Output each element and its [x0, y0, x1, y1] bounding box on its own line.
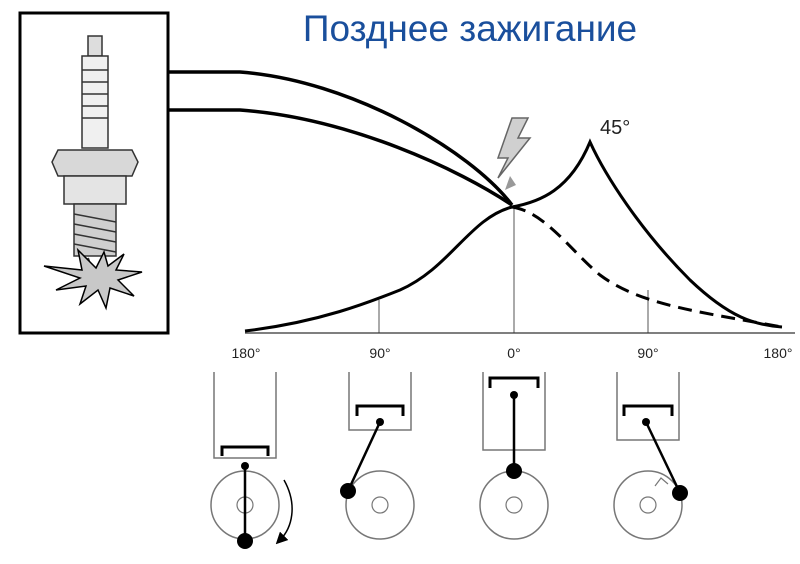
spark-burst-icon [43, 247, 143, 311]
spark-plug-icon [51, 35, 139, 271]
tick-label-90-right: 90° [637, 345, 658, 361]
diagram-title: Позднее зажигание [302, 8, 638, 49]
crank-position-1 [210, 372, 293, 549]
tick-label-0: 0° [507, 345, 520, 361]
rotation-arrow-icon [275, 479, 293, 545]
tick-label-180-left: 180° [232, 345, 261, 361]
connector-top [168, 70, 514, 207]
connector-bottom [168, 108, 513, 207]
crank-position-4 [613, 372, 688, 540]
lightning-bolt-icon [496, 117, 532, 190]
crank-position-3 [479, 372, 549, 540]
pressure-curve-dashed [511, 205, 783, 329]
tick-label-90-left: 90° [369, 345, 390, 361]
tick-label-180-right: 180° [764, 345, 793, 361]
crank-position-2 [340, 372, 415, 540]
pressure-curve-solid [244, 138, 783, 333]
spark-plug-panel [18, 11, 170, 335]
peak-label: 45° [600, 117, 630, 139]
